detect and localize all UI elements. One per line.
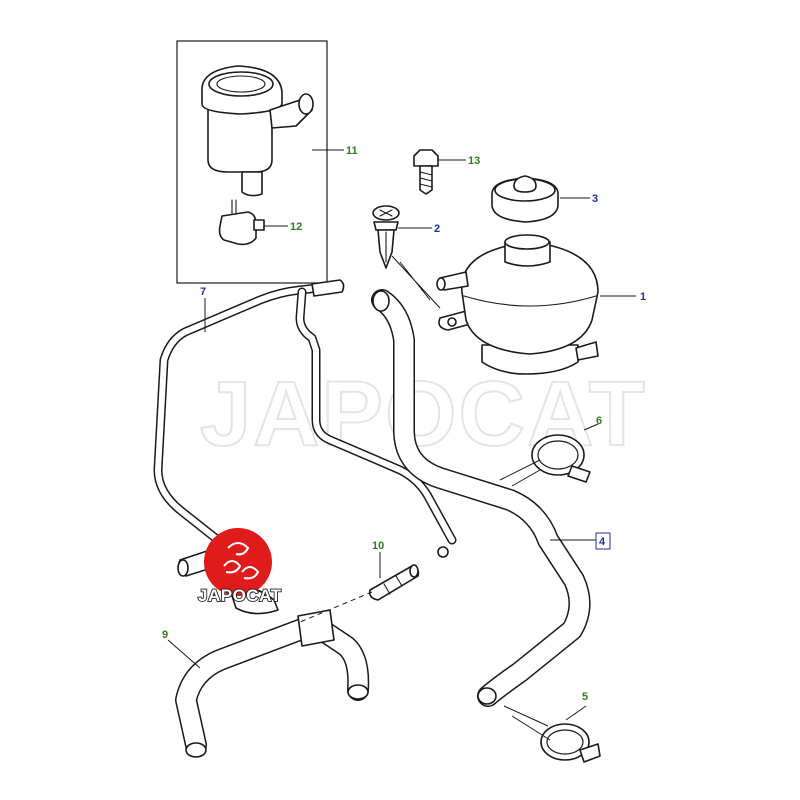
callout-4-box	[595, 532, 611, 550]
callout-13[interactable]: 13	[468, 155, 480, 167]
callout-4[interactable]: 4	[599, 536, 606, 548]
callout-labels: 1 2 3 4 5 6 7 9 10 11 12 13	[162, 145, 646, 703]
callout-11[interactable]: 11	[346, 145, 358, 157]
connector-drawing	[368, 564, 420, 601]
clamp-5-drawing	[540, 723, 601, 763]
assembly-dashed-line	[299, 591, 373, 623]
alternative-tank-drawing	[201, 65, 314, 197]
clamp-6-drawing	[531, 434, 591, 483]
tank-cap-drawing	[491, 175, 559, 223]
level-sensor-drawing	[218, 199, 265, 246]
expansion-tank-drawing	[436, 234, 599, 375]
callout-1[interactable]: 1	[640, 291, 646, 303]
inset-frame	[176, 40, 328, 284]
leader-lines	[167, 149, 636, 741]
callout-7[interactable]: 7	[200, 286, 206, 298]
callout-3[interactable]: 3	[592, 193, 598, 205]
callout-10[interactable]: 10	[372, 540, 384, 552]
logo-red-circle	[204, 528, 272, 596]
lower-hose-drawing	[175, 588, 370, 758]
logo-text: JAPOCAT	[198, 586, 282, 605]
callout-9[interactable]: 9	[162, 629, 168, 641]
japocat-logo: JAPOCAT	[197, 528, 282, 606]
main-hose-drawing	[371, 289, 591, 707]
callout-2[interactable]: 2	[434, 223, 440, 235]
logo-emblem-icon	[223, 542, 260, 580]
push-rivet-drawing	[372, 205, 400, 269]
callout-5[interactable]: 5	[582, 691, 588, 703]
bolt-drawing	[413, 149, 439, 195]
callout-12[interactable]: 12	[290, 221, 302, 233]
callout-6[interactable]: 6	[596, 415, 602, 427]
